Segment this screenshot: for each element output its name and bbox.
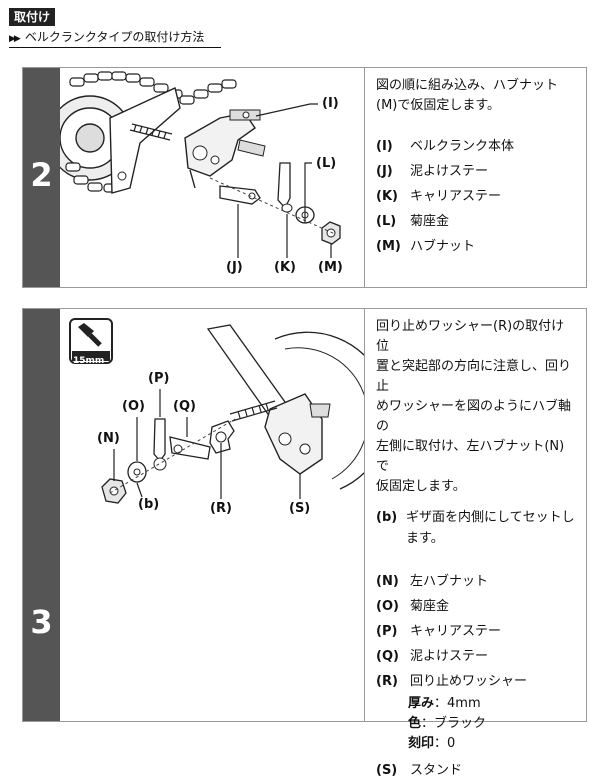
- item-key: (J): [376, 164, 393, 179]
- item-key: (L): [376, 214, 397, 229]
- step-rail: [23, 68, 60, 287]
- parts-item: (O) 菊座金: [376, 594, 576, 619]
- parts-item: (M) ハブナット: [376, 234, 576, 259]
- subtitle-text: ベルクランクタイプの取付け方法: [24, 30, 205, 44]
- item-label: 回り止めワッシャー: [410, 674, 528, 689]
- note-b: (b) ギザ面を内側にしてセットします。: [376, 507, 576, 549]
- callout-I: (I): [322, 96, 339, 111]
- parts-item: (P) キャリアステー: [376, 619, 576, 644]
- bell-crank-assembly-illustration: [60, 71, 341, 258]
- item-key: (I): [376, 139, 393, 154]
- parts-item: (L) 菊座金: [376, 209, 576, 234]
- callout-L: (L): [316, 156, 337, 171]
- intro-line: 左側に取付け、左ハブナット(N)で: [376, 439, 565, 474]
- spec-name: 刻印: [408, 736, 435, 751]
- subtitle-underline: [9, 47, 221, 48]
- parts-item: (I) ベルクランク本体: [376, 134, 576, 159]
- intro-line: 回り止めワッシャー(R)の取付け位: [376, 319, 565, 354]
- section-subtitle: ▶▶ベルクランクタイプの取付け方法: [9, 30, 204, 46]
- item-key: (O): [376, 599, 399, 614]
- callout-O: (O): [122, 399, 145, 414]
- callout-S: (S): [289, 501, 311, 516]
- callout-M: (M): [318, 260, 343, 275]
- callout-b: (b): [138, 497, 160, 512]
- washer-assembly-illustration: [69, 318, 364, 504]
- parts-item: (N) 左ハブナット: [376, 569, 576, 594]
- item-key: (M): [376, 239, 401, 254]
- step-number: 2: [30, 156, 53, 194]
- step-2-intro: 図の順に組み込み、ハブナット(M)で仮固定します。: [376, 78, 559, 113]
- item-label: 泥よけステー: [410, 164, 489, 179]
- spec-name: 厚み: [408, 696, 435, 711]
- section-tag: 取付け: [9, 8, 56, 26]
- intro-line: 置と突起部の方向に注意し、回り止: [376, 359, 572, 394]
- note-key: (b): [376, 510, 398, 525]
- step-2-instructions: 図の順に組み込み、ハブナット(M)で仮固定します。 (I) ベルクランク本体 (J…: [366, 68, 586, 287]
- item-label: スタンド: [410, 763, 463, 778]
- callout-P: (P): [148, 371, 170, 386]
- parts-item: (J) 泥よけステー: [376, 159, 576, 184]
- tool-size-label: 15mm: [73, 356, 105, 366]
- callout-J: (J): [226, 260, 243, 275]
- washer-spec: 色：ブラック: [376, 714, 576, 734]
- item-key: (Q): [376, 649, 399, 664]
- step-3-instructions: 回り止めワッシャー(R)の取付け位 置と突起部の方向に注意し、回り止 めワッシャ…: [366, 309, 586, 778]
- parts-item: (S) スタンド: [376, 758, 576, 783]
- spec-name: 色: [408, 716, 422, 731]
- item-label: 泥よけステー: [410, 649, 489, 664]
- step-2-figure: (I) (L) (J) (K) (M): [60, 68, 365, 287]
- step-number: 3: [30, 603, 53, 641]
- spec-value: ：0: [434, 736, 456, 751]
- washer-spec: 厚み：4mm: [376, 694, 576, 714]
- item-label: キャリアステー: [410, 624, 502, 639]
- note-line: ギザ面を内側にしてセットし: [406, 510, 575, 525]
- item-label: 菊座金: [410, 214, 450, 229]
- callout-R: (R): [210, 501, 232, 516]
- item-key: (S): [376, 763, 398, 778]
- item-label: キャリアステー: [410, 189, 502, 204]
- step-3-panel: 3: [22, 308, 587, 778]
- intro-line: 仮固定します。: [376, 479, 466, 494]
- item-label: ハブナット: [410, 239, 476, 254]
- step-3-figure: 15mm (P) (O) (Q) (N) (b) (R) (S): [60, 309, 365, 721]
- step-3-intro: 回り止めワッシャー(R)の取付け位 置と突起部の方向に注意し、回り止 めワッシャ…: [376, 317, 576, 497]
- item-label: 菊座金: [410, 599, 450, 614]
- double-arrow-icon: ▶▶: [9, 34, 21, 44]
- washer-spec: 刻印：0: [376, 734, 576, 754]
- item-key: (N): [376, 574, 399, 589]
- callout-K: (K): [274, 260, 296, 275]
- callout-N: (N): [97, 431, 120, 446]
- item-key: (P): [376, 624, 398, 639]
- intro-line: めワッシャーを図のようにハブ軸の: [376, 399, 572, 434]
- item-key: (K): [376, 189, 398, 204]
- step-2-panel: 2: [22, 67, 587, 288]
- spec-value: ：ブラック: [421, 716, 487, 731]
- note-line: ます。: [406, 531, 444, 546]
- item-label: ベルクランク本体: [410, 139, 515, 154]
- step-rail: [23, 309, 60, 721]
- callout-Q: (Q): [173, 399, 196, 414]
- item-label: 左ハブナット: [410, 574, 489, 589]
- spec-value: ：4mm: [434, 696, 481, 711]
- parts-item: (R) 回り止めワッシャー: [376, 669, 576, 694]
- item-key: (R): [376, 674, 398, 689]
- parts-item: (K) キャリアステー: [376, 184, 576, 209]
- parts-item: (Q) 泥よけステー: [376, 644, 576, 669]
